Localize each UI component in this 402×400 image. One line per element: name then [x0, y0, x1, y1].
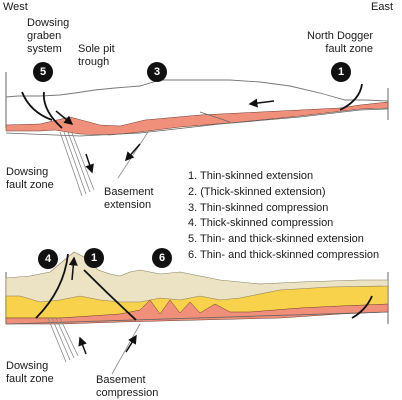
sole-pit-label: Sole pit trough — [78, 43, 115, 68]
badge-6: 6 — [152, 248, 172, 268]
legend-item: 5. Thin- and thick-skinned extension — [188, 233, 364, 246]
legend-item: 6. Thin- and thick-skinned compression — [188, 248, 380, 261]
legend-item: 3. Thin-skinned compression — [188, 201, 329, 214]
legend-item: 1. Thin-skinned extension — [188, 170, 314, 182]
badge-5: 5 — [33, 62, 53, 82]
legend-item: 2. (Thick-skinned extension) — [188, 185, 326, 198]
badge-4: 4 — [38, 249, 58, 269]
north-dogger-label: North Dogger fault zone — [307, 30, 374, 55]
basement-extension-label: Basement extension — [104, 186, 154, 211]
cream-layer — [5, 251, 389, 303]
badge-1-bottom: 1 — [84, 248, 104, 268]
east-label: East — [371, 1, 394, 13]
dowsing-fault-bottom-label: Dowsing fault zone — [6, 360, 54, 385]
dowsing-graben-label: Dowsing graben system — [27, 17, 70, 55]
dowsing-fault-top-label: Dowsing fault zone — [6, 166, 54, 191]
badge-3: 3 — [147, 62, 167, 82]
salt-layer — [5, 101, 389, 136]
top-cross-section — [5, 72, 389, 197]
west-label: West — [3, 1, 28, 13]
salt-layer-bottom — [5, 299, 389, 325]
legend-item: 4. Thick-skinned compression — [188, 217, 334, 230]
basement-compression-label: Basement compression — [96, 374, 159, 399]
badge-1-top: 1 — [331, 62, 351, 82]
legend: 1. Thin-skinned extension 2. (Thick-skin… — [188, 169, 379, 264]
bottom-cross-section — [5, 251, 389, 375]
